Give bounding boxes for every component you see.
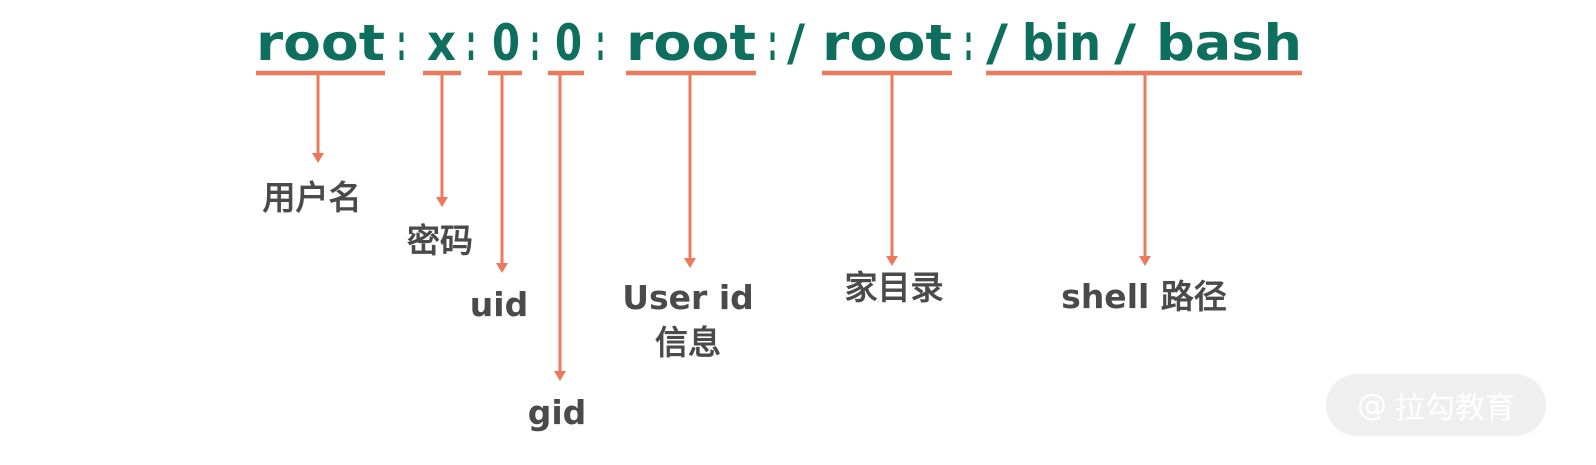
shell-path-label: shell 路径 bbox=[1061, 277, 1227, 316]
line-segment: : bbox=[397, 14, 406, 72]
line-segment: root bbox=[626, 14, 756, 72]
user-info-label: User id bbox=[622, 278, 754, 317]
line-segment: : bbox=[466, 14, 476, 72]
username-label: 用户名 bbox=[263, 178, 362, 217]
line-segment: : bbox=[530, 14, 540, 72]
password-label: 密码 bbox=[407, 221, 473, 260]
line-segment: : bbox=[768, 14, 777, 72]
user-info-label: 信息 bbox=[655, 323, 721, 362]
arrow-down-icon bbox=[496, 263, 508, 273]
line-segment: bash bbox=[1156, 14, 1302, 72]
line-segment: : bbox=[964, 14, 973, 72]
watermark-at-icon: @ bbox=[1357, 387, 1387, 423]
line-segment: 0 bbox=[492, 14, 520, 72]
line-segment: / bbox=[787, 14, 806, 72]
line-segment: / bbox=[1114, 14, 1137, 72]
line-segment: : bbox=[596, 14, 605, 72]
arrow-down-icon bbox=[684, 258, 696, 268]
line-segment: bin bbox=[1022, 14, 1101, 72]
passwd-line: root:x:0:0:root:/root:/bin/bash bbox=[256, 14, 1302, 72]
gid-label: gid bbox=[528, 393, 587, 432]
arrow-down-icon bbox=[436, 197, 448, 207]
line-segment: x bbox=[427, 14, 456, 72]
arrow-down-icon bbox=[1139, 256, 1151, 266]
field-arrows bbox=[312, 74, 1151, 381]
watermark-badge: @ 拉勾教育 bbox=[1326, 374, 1546, 436]
arrow-down-icon bbox=[554, 371, 566, 381]
home-dir-label: 家目录 bbox=[845, 268, 944, 307]
line-segment: root bbox=[822, 14, 952, 72]
line-segment: root bbox=[256, 14, 385, 72]
arrow-down-icon bbox=[886, 256, 898, 266]
watermark-text: 拉勾教育 bbox=[1395, 391, 1515, 426]
arrow-down-icon bbox=[312, 153, 324, 163]
line-segment: / bbox=[986, 14, 1009, 72]
line-segment: 0 bbox=[555, 14, 582, 72]
uid-label: uid bbox=[470, 285, 528, 324]
